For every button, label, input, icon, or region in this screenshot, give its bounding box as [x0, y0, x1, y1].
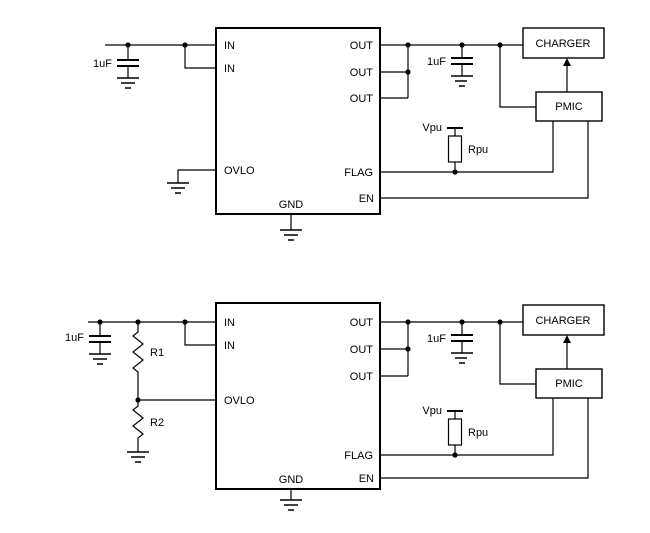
junction-dots: [97, 319, 503, 458]
circuit-top: IN IN OVLO GND OUT OUT OUT FLAG EN 1uF 1…: [93, 27, 605, 241]
capacitor-plates: [117, 57, 473, 129]
label-vpu: Vpu: [422, 405, 442, 417]
arrow-up-icon: [563, 335, 571, 343]
label-r2: R2: [150, 417, 164, 429]
pin-label-in2: IN: [224, 340, 235, 352]
capacitor-plates: [89, 334, 473, 412]
pullup-resistor-body: [447, 135, 463, 163]
charger-box: [522, 304, 605, 336]
wire: [105, 44, 589, 230]
pin-label-out2: OUT: [350, 67, 374, 79]
arrow-up-icon: [563, 58, 571, 66]
pmic-label: PMIC: [555, 378, 583, 390]
ic-box: [215, 27, 381, 215]
pin-label-flag: FLAG: [344, 167, 373, 179]
pin-label-in1: IN: [224, 40, 235, 52]
label-r1: R1: [150, 347, 164, 359]
pullup-resistor-body: [447, 418, 463, 446]
pin-label-in2: IN: [224, 63, 235, 75]
charger-label: CHARGER: [535, 315, 590, 327]
label-rpu: Rpu: [468, 427, 488, 439]
pin-label-in1: IN: [224, 317, 235, 329]
label-input-cap: 1uF: [65, 332, 84, 344]
label-vpu: Vpu: [422, 122, 442, 134]
pmic-label: PMIC: [555, 101, 583, 113]
charger-label: CHARGER: [535, 38, 590, 50]
pin-label-out1: OUT: [350, 317, 374, 329]
pin-label-out3: OUT: [350, 93, 374, 105]
pin-label-gnd: GND: [279, 199, 304, 211]
pin-label-en: EN: [359, 193, 374, 205]
charger-box: [522, 27, 605, 59]
pmic-box: [535, 91, 603, 122]
circuit-bottom: IN IN OVLO GND OUT OUT OUT FLAG EN 1uF 1…: [65, 302, 605, 511]
junction-dots: [125, 42, 503, 175]
pin-label-out3: OUT: [350, 371, 374, 383]
pin-label-ovlo: OVLO: [224, 165, 255, 177]
ground-symbol: [117, 75, 473, 241]
label-output-cap: 1uF: [427, 333, 446, 345]
label-rpu: Rpu: [468, 144, 488, 156]
resistor-r2-zigzag: [132, 400, 144, 452]
resistor-r1-zigzag: [132, 322, 144, 400]
pin-label-en: EN: [359, 473, 374, 485]
pin-label-out1: OUT: [350, 40, 374, 52]
wire: [88, 321, 589, 500]
label-output-cap: 1uF: [427, 56, 446, 68]
ground-symbol: [89, 352, 473, 511]
pin-label-ovlo: OVLO: [224, 395, 255, 407]
pmic-box: [535, 368, 603, 399]
pin-label-flag: FLAG: [344, 450, 373, 462]
pin-label-out2: OUT: [350, 344, 374, 356]
ic-box: [215, 302, 381, 490]
label-input-cap: 1uF: [93, 58, 112, 70]
pin-label-gnd: GND: [279, 474, 304, 486]
